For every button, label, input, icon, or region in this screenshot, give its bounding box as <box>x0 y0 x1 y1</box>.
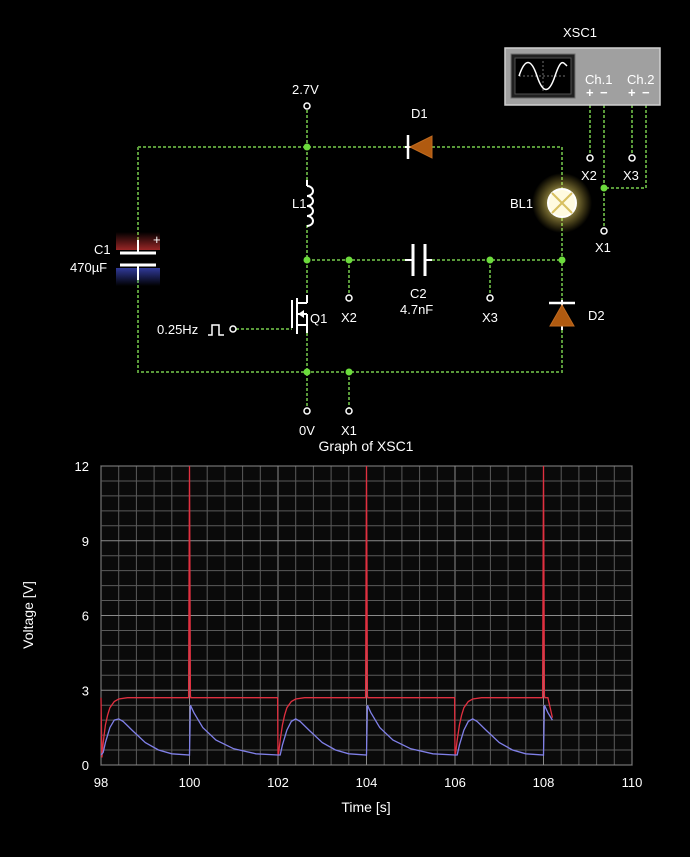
scope-ch2-label: Ch.2 <box>627 72 654 87</box>
junction-nodes <box>303 143 608 376</box>
clock-frequency-label: 0.25Hz <box>157 322 198 337</box>
c2-name-label: C2 <box>410 286 427 301</box>
probe-x3-label: X3 <box>482 310 498 325</box>
x-tick-label: 98 <box>94 775 108 790</box>
x-tick-label: 102 <box>267 775 289 790</box>
x-tick-label: 100 <box>179 775 201 790</box>
supply-voltage-label: 2.7V <box>292 82 319 97</box>
y-tick-label: 9 <box>82 534 89 549</box>
x-tick-label: 110 <box>622 775 643 790</box>
series-line-2 <box>100 704 553 756</box>
mosfet-q1[interactable] <box>291 295 308 334</box>
q1-name-label: Q1 <box>310 311 327 326</box>
c2-value-label: 4.7nF <box>400 302 433 317</box>
clock-pulse-icon <box>208 324 224 336</box>
graph-ticks: 98 100 102 104 106 108 110 0 3 6 9 12 <box>75 459 643 790</box>
wires <box>137 100 647 408</box>
scope-ch1-label: Ch.1 <box>585 72 612 87</box>
ground-label: 0V <box>299 423 315 438</box>
l1-name-label: L1 <box>292 196 306 211</box>
c1-name-label: C1 <box>94 242 111 257</box>
scope-ch1-minus: − <box>600 85 608 100</box>
scope-probe-x1-label: X1 <box>595 240 611 255</box>
graph-series <box>100 465 554 758</box>
scope-probe-x3-label: X3 <box>623 168 639 183</box>
capacitor-c2[interactable] <box>405 244 432 276</box>
y-tick-label: 12 <box>75 459 89 474</box>
capacitor-c1[interactable] <box>116 232 160 286</box>
bl1-name-label: BL1 <box>510 196 533 211</box>
plot-area <box>100 465 633 766</box>
oscilloscope-xsc1[interactable] <box>504 47 661 106</box>
lamp-bl1[interactable] <box>532 173 592 233</box>
probe-x2-label: X2 <box>341 310 357 325</box>
scope-probe-x2-label: X2 <box>581 168 597 183</box>
scope-ch1-plus: + <box>586 85 594 100</box>
plot-frame <box>100 465 633 766</box>
y-tick-label: 6 <box>82 609 89 624</box>
x-tick-label: 106 <box>444 775 466 790</box>
circuit-schematic: + C1 470µF L1 D1 C2 4.7nF D2 BL1 <box>70 25 661 438</box>
terminals[interactable] <box>229 102 636 415</box>
y-tick-label: 0 <box>82 758 89 773</box>
d1-name-label: D1 <box>411 106 428 121</box>
scope-ch2-plus: + <box>628 85 636 100</box>
probe-x1-label: X1 <box>341 423 357 438</box>
scope-name-label: XSC1 <box>563 25 597 40</box>
x-axis-title: Time [s] <box>341 799 390 815</box>
d2-name-label: D2 <box>588 308 605 323</box>
inductor-l1[interactable] <box>306 180 314 227</box>
diode-d2[interactable] <box>549 300 575 330</box>
series-line-1 <box>100 465 554 758</box>
y-tick-label: 3 <box>82 683 89 698</box>
scope-ch2-minus: − <box>642 85 650 100</box>
graph-grid <box>100 465 633 766</box>
x-tick-label: 108 <box>533 775 555 790</box>
x-tick-label: 104 <box>356 775 378 790</box>
sine-wave-icon <box>518 61 568 91</box>
y-axis-title: Voltage [V] <box>20 581 36 649</box>
diode-d1[interactable] <box>405 135 433 159</box>
c1-plus-sign: + <box>153 232 161 247</box>
c1-value-label: 470µF <box>70 260 107 275</box>
